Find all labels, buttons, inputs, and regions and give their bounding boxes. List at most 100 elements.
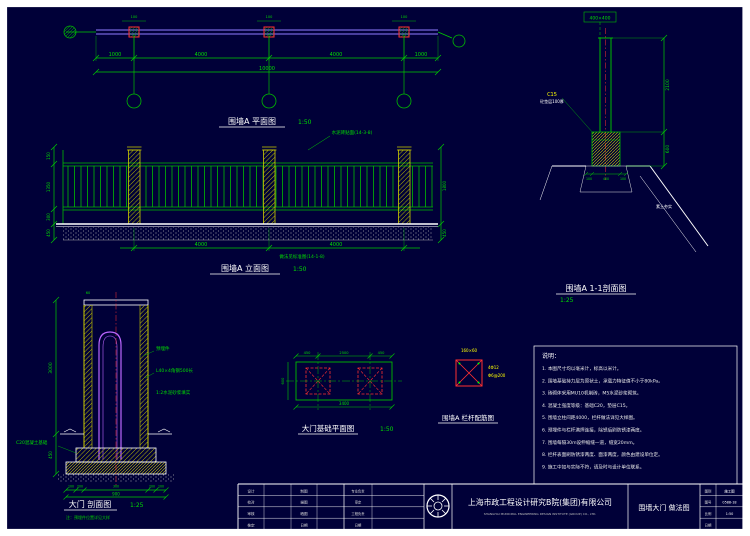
dim-label: 400×400	[590, 16, 611, 22]
balusters	[140, 166, 263, 207]
railing-section	[455, 359, 483, 387]
post-elevation	[128, 149, 141, 225]
dim-label: 1000	[109, 52, 122, 58]
dim-label: 10000	[259, 66, 275, 72]
footing	[591, 131, 621, 167]
gate-leaf-inner	[102, 335, 118, 460]
view-title: 围墙A 立面图	[221, 263, 269, 273]
logo-inner-ring	[433, 501, 443, 511]
sheet-frame	[5, 5, 744, 531]
callout-label: C20混凝土基础	[16, 439, 48, 446]
railing-reinforcement-detail: 160×60 4Φ12 Φ6@200 围墙A 栏杆配筋图	[438, 348, 506, 424]
axis-bubble	[396, 93, 412, 109]
dim-label: 4000	[195, 242, 208, 248]
dim-label: 3400	[339, 401, 350, 406]
material-label: C15	[547, 92, 557, 98]
dim-label: 2500	[339, 351, 349, 355]
notes-title: 说明：	[542, 352, 560, 360]
pit-outline	[579, 165, 633, 193]
dim-ticks	[437, 143, 445, 244]
rebar-dot	[458, 381, 461, 384]
dim-label: 1000	[415, 52, 428, 58]
plan-view: 100 100 100 1000 4000 4000 1000 10000 围墙…	[63, 15, 466, 128]
titleblock-cell: 设计	[247, 488, 255, 493]
leader-line	[561, 97, 595, 135]
centerlines	[286, 352, 402, 410]
note-label: 做法见标准图(14-1-8)	[279, 253, 324, 260]
dim-label: 450	[48, 451, 53, 459]
note-line: 8. 栏杆表面刷防锈漆两度、面漆两度，颜色由建设单位定。	[542, 451, 663, 458]
dim-ticks	[50, 143, 58, 244]
material-label: 素土夯实	[656, 203, 672, 209]
gate-leaf	[98, 331, 122, 460]
post-footing-diagonals	[357, 367, 383, 395]
gate-foundation-plan: 450 2500 450 600 3400 大门基础平面图 1:50	[281, 351, 402, 435]
titleblock-cell: 晒图	[300, 511, 308, 516]
rebar-dot	[477, 362, 480, 365]
slope-line-2	[639, 175, 697, 253]
axis-bubble	[261, 93, 277, 109]
dim-label: 600	[281, 377, 285, 385]
dim-label: 450	[304, 351, 312, 355]
titleblock-cell: 校对	[247, 500, 255, 505]
company-name: 上海市政工程设计研究B院(集团)有限公司	[468, 497, 612, 507]
dim-label: 4000	[195, 52, 208, 58]
view-scale: 1:50	[298, 119, 312, 126]
dim-label: 100	[266, 15, 273, 19]
dim-label: 450	[46, 229, 51, 237]
dim-label: 200	[149, 485, 155, 489]
dim-label: 60	[86, 291, 90, 295]
post-footing-diagonals	[305, 367, 331, 395]
titleblock-cell: 比例	[705, 511, 712, 516]
note-line: 3. 砖砌体采用MU10机制砖，M5水泥砂浆砌筑。	[542, 390, 641, 397]
titleblock-cell: 图号	[705, 500, 712, 505]
dim-label: 2100	[665, 79, 671, 91]
post-elevation	[398, 149, 411, 225]
dim-label: 150	[46, 152, 51, 160]
dim-ticks	[583, 171, 629, 177]
axis-tail	[437, 31, 453, 39]
titleblock-cell: 制图	[300, 488, 308, 493]
titleblock-value: 施工图	[724, 488, 735, 493]
dim-label: 900	[112, 492, 120, 497]
section-1-1: 400×400 C15 砼垫层100厚 素土夯实 2100 600 100 40…	[539, 11, 709, 304]
dim-label: 450	[442, 229, 447, 237]
dim-label: 100	[158, 485, 164, 489]
titleblock-cell: 工程负责	[351, 511, 365, 516]
dim-ticks	[92, 68, 442, 76]
balusters	[410, 166, 433, 207]
note-line: 5. 围墙立柱间距4000，栏杆做法详见大样图。	[542, 414, 638, 421]
dim-ext-lines	[611, 37, 664, 167]
title-block: 设计 校对 审核 核定 制图 描图 晒图 日期 专业负责 审定 工程负责 日期 …	[237, 483, 743, 530]
dim-ticks	[63, 494, 169, 500]
company-logo	[426, 494, 450, 518]
view-scale: 1:50	[380, 426, 394, 433]
note-label: 水泥砖贴面(14-3-8)	[332, 129, 373, 136]
dim-label: 300	[113, 485, 119, 489]
dim-ticks	[63, 487, 169, 493]
logo-spokes	[427, 495, 449, 517]
leader-line	[144, 372, 155, 379]
masonry-hatch	[84, 305, 92, 448]
titleblock-cell: 专业负责	[351, 488, 365, 493]
rebar-dot	[458, 362, 461, 365]
titleblock-rows-right	[700, 484, 743, 530]
dim-label: 4000	[330, 52, 343, 58]
dim-ticks	[92, 54, 442, 62]
post-elevation	[263, 149, 276, 225]
company-name-en: SHANGHAI MUNICIPAL ENGINEERING DESIGN IN…	[484, 512, 597, 516]
dim-label: 100	[401, 15, 408, 19]
dim-ticks	[660, 34, 668, 170]
dim-ext-lines	[133, 228, 405, 251]
railing-diagonals	[455, 359, 483, 387]
note-line: 4. 混凝土强度等级：基础C20，垫层C15。	[542, 402, 630, 409]
view-title: 围墙A 1-1剖面图	[565, 283, 626, 293]
view-title: 大门 剖面图	[69, 499, 112, 509]
view-scale: 1:25	[130, 502, 144, 509]
balusters	[275, 166, 398, 207]
dim-label: 100	[586, 177, 592, 181]
titleblock-cell: 图别	[705, 488, 712, 493]
note-label: 注：预埋件位置详见大样	[66, 514, 110, 520]
